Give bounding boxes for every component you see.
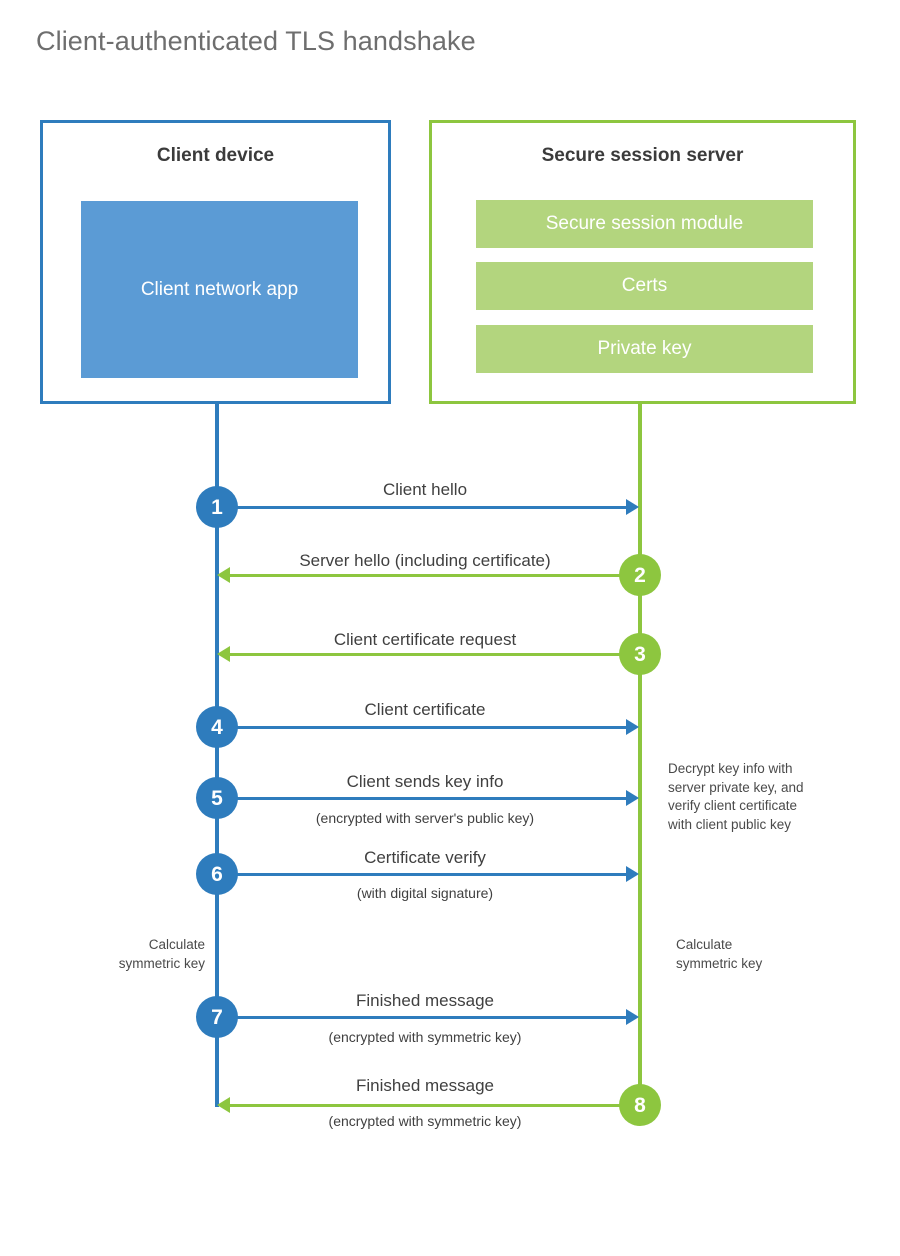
step-5-label: Client sends key info xyxy=(346,772,504,791)
step-7-sublabel: (encrypted with symmetric key) xyxy=(328,1029,522,1045)
secure-session-module-block: Secure session module xyxy=(476,200,813,248)
secure-session-server-box: Secure session server Secure session mod… xyxy=(429,120,856,404)
step-8-label: Finished message xyxy=(356,1076,494,1095)
client-calculate-symmetric-key-note: Calculate symmetric key xyxy=(45,936,205,973)
server-calculate-note-line-2: symmetric key xyxy=(676,955,763,971)
step-4-arrow-line xyxy=(217,726,627,729)
step-1-marker[interactable]: 1 xyxy=(196,486,238,528)
step-1-arrow-head-icon xyxy=(626,499,639,515)
server-calculate-note-line-1: Calculate xyxy=(676,937,733,952)
secure-session-server-title: Secure session server xyxy=(541,145,744,166)
step-2-label: Server hello (including certificate) xyxy=(299,551,551,570)
step-3-label: Client certificate request xyxy=(333,630,517,649)
step-5-sublabel: (encrypted with server's public key) xyxy=(315,810,535,826)
step-7-label: Finished message xyxy=(356,991,494,1010)
client-calculate-note-line-2: symmetric key xyxy=(118,955,205,971)
step-8-marker[interactable]: 8 xyxy=(619,1084,661,1126)
step-8-arrow-line xyxy=(230,1104,640,1107)
step-5-arrow-line xyxy=(217,797,627,800)
server-lifeline xyxy=(638,403,642,1106)
client-lifeline xyxy=(215,403,219,1107)
server-decrypt-note: Decrypt key info with server private key… xyxy=(668,760,858,835)
server-decrypt-note-line-2: server private key, and xyxy=(668,779,804,795)
step-6-marker[interactable]: 6 xyxy=(196,853,238,895)
step-3-arrow-line xyxy=(230,653,640,656)
certs-block: Certs xyxy=(476,262,813,310)
server-decrypt-note-line-1: Decrypt key info with xyxy=(668,761,793,776)
step-5-arrow-head-icon xyxy=(626,790,639,806)
server-decrypt-note-line-3: verify client certificate xyxy=(668,798,798,814)
step-2-arrow-head-icon xyxy=(217,567,230,583)
step-6-label: Certificate verify xyxy=(364,848,486,867)
step-6-sublabel: (with digital signature) xyxy=(356,885,494,901)
step-3-marker[interactable]: 3 xyxy=(619,633,661,675)
page-title: Client-authenticated TLS handshake xyxy=(36,26,476,56)
step-8-arrow-head-icon xyxy=(217,1097,230,1113)
step-7-arrow-line xyxy=(217,1016,627,1019)
step-2-arrow-line xyxy=(230,574,640,577)
step-4-arrow-head-icon xyxy=(626,719,639,735)
private-key-block: Private key xyxy=(476,325,813,373)
server-calculate-symmetric-key-note: Calculate symmetric key xyxy=(676,936,856,973)
step-3-arrow-head-icon xyxy=(217,646,230,662)
client-calculate-note-line-1: Calculate xyxy=(148,937,205,952)
client-device-box: Client device Client network app xyxy=(40,120,391,404)
step-4-marker[interactable]: 4 xyxy=(196,706,238,748)
step-6-arrow-line xyxy=(217,873,627,876)
server-decrypt-note-line-4: with client public key xyxy=(668,816,792,832)
step-6-arrow-head-icon xyxy=(626,866,639,882)
step-1-label: Client hello xyxy=(382,480,468,499)
step-1-arrow-line xyxy=(217,506,627,509)
client-device-title: Client device xyxy=(156,145,275,166)
step-7-arrow-head-icon xyxy=(626,1009,639,1025)
step-7-marker[interactable]: 7 xyxy=(196,996,238,1038)
step-2-marker[interactable]: 2 xyxy=(619,554,661,596)
client-network-app-block: Client network app xyxy=(81,201,358,378)
step-5-marker[interactable]: 5 xyxy=(196,777,238,819)
step-8-sublabel: (encrypted with symmetric key) xyxy=(328,1113,522,1129)
step-4-label: Client certificate xyxy=(364,700,486,719)
